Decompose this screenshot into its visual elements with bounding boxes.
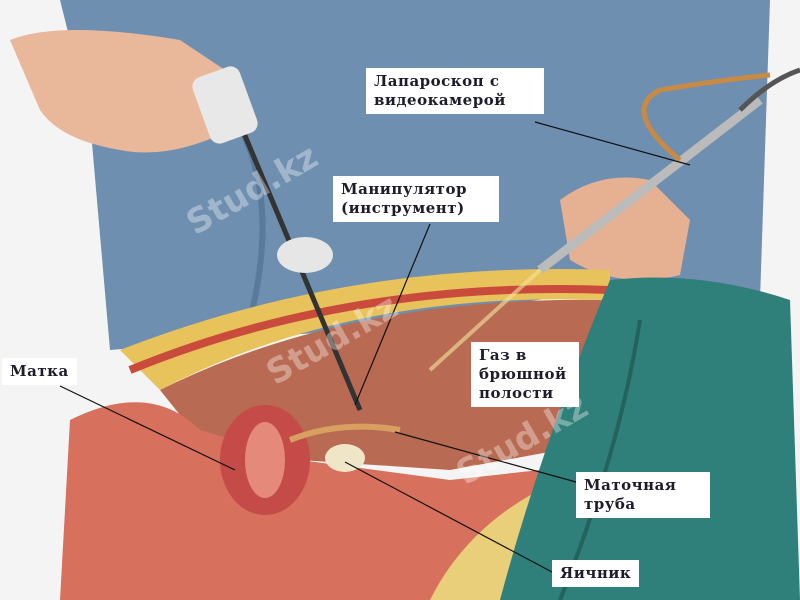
abdominal-wall [120, 269, 610, 390]
label-fallopian-tube: Маточная труба [576, 472, 710, 518]
right-hand [560, 177, 690, 280]
pelvis-tissue [60, 402, 540, 600]
pointer-manipulator [354, 223, 431, 406]
drape [500, 277, 800, 600]
pointer-uterus [59, 385, 236, 471]
pointer-ovary [344, 461, 553, 573]
pointer-tube [394, 431, 577, 483]
laparoscope-shaft [537, 96, 763, 274]
label-manipulator: Манипулятор (инструмент) [333, 176, 499, 222]
label-ovary: Яичник [552, 560, 640, 587]
label-laparoscope: Лапароскоп с видеокамерой [366, 68, 544, 114]
left-hand [10, 30, 240, 153]
label-gas: Газ в брюшной полости [471, 342, 579, 407]
label-uterus: Матка [2, 358, 77, 385]
pointer-laparoscope [534, 121, 691, 166]
